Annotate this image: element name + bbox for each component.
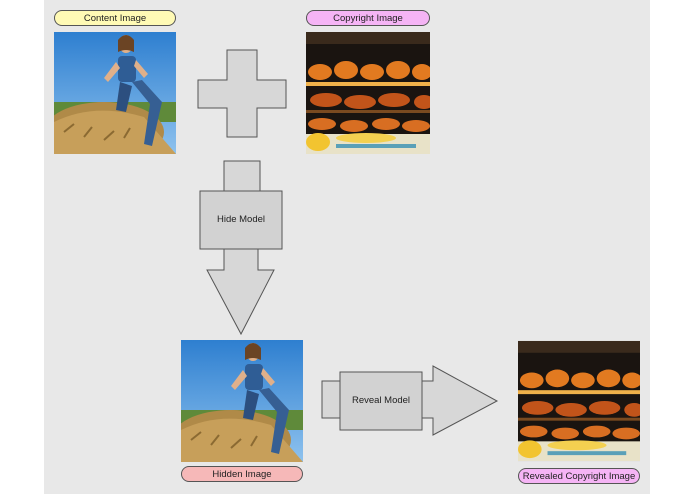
- right-arrow-stem: [321, 380, 341, 419]
- down-arrow-stem: [223, 160, 261, 192]
- revealed-copyright-image: [518, 340, 640, 462]
- content-image-label: Content Image: [54, 10, 176, 26]
- grilled-meat-skewers-photo-icon: [306, 32, 430, 154]
- plus-shape-icon: [197, 49, 287, 138]
- hide-model-box: [199, 190, 283, 250]
- reveal-model-label: Reveal Model: [351, 395, 411, 406]
- woman-on-hay-bale-photo-icon: [54, 32, 176, 154]
- down-arrow-icon: [206, 248, 275, 336]
- grilled-meat-skewers-photo-icon: [518, 340, 640, 462]
- reveal-model-box: [339, 371, 423, 431]
- content-image: [54, 32, 176, 154]
- copyright-image: [306, 32, 430, 154]
- woman-on-hay-bale-photo-icon: [181, 340, 303, 462]
- hidden-image-label: Hidden Image: [181, 466, 303, 482]
- copyright-image-label: Copyright Image: [306, 10, 430, 26]
- revealed-copyright-image-label: Revealed Copyright Image: [518, 468, 640, 484]
- hide-model-label: Hide Model: [216, 214, 266, 225]
- right-arrow-icon: [421, 365, 499, 436]
- hidden-image: [181, 340, 303, 462]
